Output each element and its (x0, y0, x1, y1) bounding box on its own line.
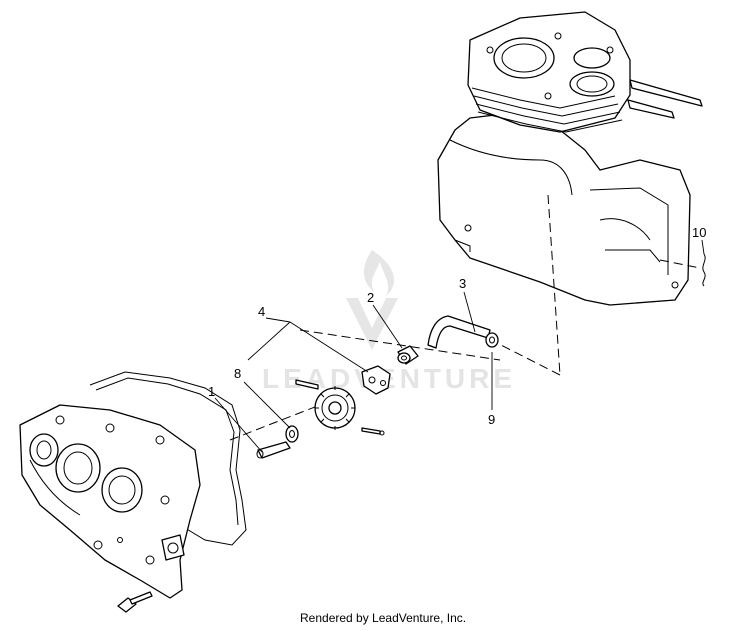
callout-2: 2 (367, 290, 374, 305)
callout-9: 9 (488, 412, 495, 427)
part-2-bushing (397, 345, 419, 365)
part-10-clip (702, 253, 706, 287)
callout-3: 3 (459, 276, 466, 291)
callout-10: 10 (692, 225, 706, 240)
callout-4: 4 (258, 304, 265, 319)
callout-1: 1 (208, 384, 215, 399)
footer-credit: Rendered by LeadVenture, Inc. (300, 611, 466, 625)
cover-bolt (117, 591, 153, 613)
gear (314, 386, 356, 430)
part-1-shaft (256, 441, 291, 459)
watermark: LEADVENTURE (262, 250, 512, 394)
part-3-tube (427, 315, 491, 349)
leadventure-logo-icon (346, 250, 398, 350)
crankcase-cover (19, 371, 247, 613)
part-9-washer (485, 332, 499, 348)
leader-lines (214, 239, 705, 453)
part-4-governor-assembly (295, 365, 391, 436)
part-8-washer (285, 425, 299, 443)
callout-8: 8 (234, 366, 241, 381)
callout-labels: 4 2 3 9 10 8 1 (208, 225, 706, 427)
engine-block (437, 11, 703, 306)
